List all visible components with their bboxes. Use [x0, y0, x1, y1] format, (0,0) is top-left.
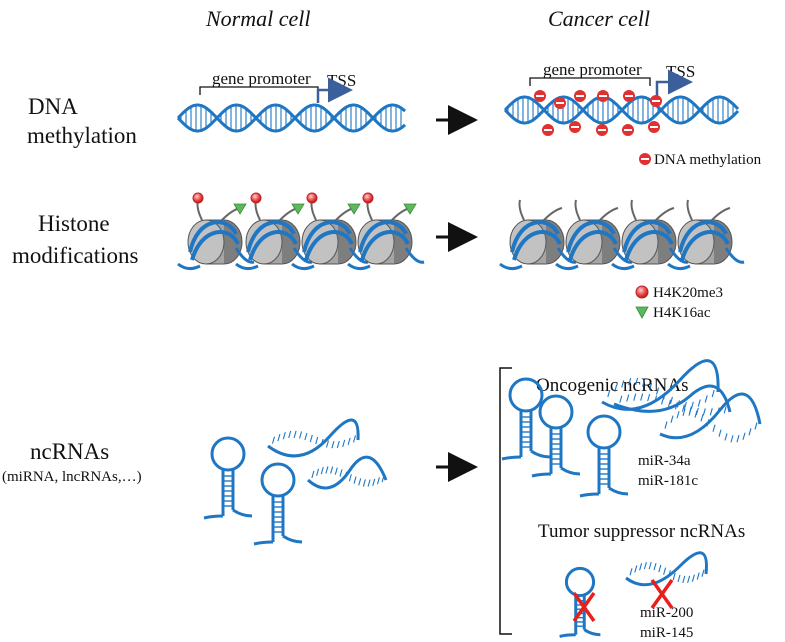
methyl-mark: [574, 90, 586, 102]
dna-row-label-line2: methylation: [27, 123, 137, 148]
normal-cell-header: Normal cell: [206, 6, 311, 31]
cancer-promoter-bracket: [529, 77, 651, 86]
h4k16ac-mark: [291, 203, 305, 215]
tumor-suppressor-ncrnas-title: Tumor suppressor ncRNAs: [538, 521, 746, 542]
ncrna-row-label-line1: ncRNAs: [30, 439, 110, 464]
methyl-mark: [596, 124, 608, 136]
methyl-mark: [650, 95, 662, 107]
suppressor-item-1: miR-200: [640, 605, 694, 621]
normal-hairpin-2: [253, 462, 303, 546]
h4k20me3-mark: [362, 192, 374, 204]
dna-methylation-legend-label: DNA methylation: [654, 152, 762, 168]
ncrna-row-label-line2: (miRNA, lncRNAs,…): [2, 469, 142, 485]
oncogenic-item-1: miR-34a: [638, 453, 691, 469]
methyl-mark: [622, 124, 634, 136]
oncogenic-hairpin-1: [501, 377, 551, 461]
oncogenic-ssrna-3: [659, 392, 762, 443]
normal-nucleosome: [347, 192, 425, 271]
methylation-marks: [534, 90, 662, 136]
cancer-cell-header: Cancer cell: [548, 6, 651, 31]
h4k16ac-legend-icon: [635, 306, 649, 319]
methyl-mark: [623, 90, 635, 102]
normal-nucleosome: [235, 192, 313, 271]
cancer-nucleosome: [555, 199, 633, 271]
cancer-nucleosome: [499, 199, 577, 271]
normal-tss-arrow: [316, 77, 353, 103]
normal-nucleosome: [177, 192, 255, 271]
oncogenic-hairpin-3: [579, 414, 629, 498]
suppressor-ssrna: [625, 551, 708, 587]
normal-promoter-bracket: [199, 86, 319, 95]
normal-gene-promoter-label: gene promoter: [212, 69, 311, 88]
h4k16ac-mark: [233, 203, 247, 215]
methyl-mark: [542, 124, 554, 136]
normal-ssrna-1: [267, 418, 360, 458]
cancer-nucleosome: [611, 199, 689, 271]
oncogenic-hairpin-2: [531, 394, 581, 478]
cancer-nucleosome: [667, 199, 745, 271]
h4k20me3-legend-label: H4K20me3: [653, 285, 723, 301]
h4k20me3-mark: [192, 192, 204, 204]
suppressor-item-2: miR-145: [640, 625, 694, 641]
suppressor-ssrna-x-icon: [650, 578, 674, 610]
h4k16ac-legend-label: H4K16ac: [653, 305, 711, 321]
suppressor-hairpin-x-icon: [572, 591, 596, 623]
normal-ssrna-2: [306, 455, 388, 490]
methyl-mark: [569, 121, 581, 133]
normal-dna-helix: [176, 103, 407, 133]
dna-helices: [176, 95, 740, 133]
normal-nucleosome: [291, 192, 369, 271]
suppressor-hairpin: [559, 566, 601, 638]
normal-hairpin-1: [203, 436, 253, 520]
dna-row-label-line1: DNA: [28, 94, 78, 119]
cancer-dna-helix: [503, 95, 740, 125]
ncrna-cancer-bracket: [499, 367, 512, 635]
nucleosomes: [177, 192, 745, 271]
h4k16ac-mark: [347, 203, 361, 215]
methyl-mark: [597, 90, 609, 102]
histone-row-label-line1: Histone: [38, 211, 110, 236]
h4k20me3-mark: [250, 192, 262, 204]
oncogenic-item-2: miR-181c: [638, 473, 698, 489]
h4k20me3-legend-icon: [635, 285, 649, 299]
cancer-tss-arrow: [655, 69, 693, 96]
histone-row-label-line2: modifications: [12, 243, 139, 268]
ncrna-structures: [203, 359, 762, 638]
oncogenic-ncrnas-title: Oncogenic ncRNAs: [536, 375, 689, 396]
oncogenic-ssrna-2: [613, 384, 732, 416]
h4k16ac-mark: [403, 203, 417, 215]
methyl-mark: [554, 97, 566, 109]
methyl-mark: [648, 121, 660, 133]
h4k20me3-mark: [306, 192, 318, 204]
cancer-gene-promoter-label: gene promoter: [543, 60, 642, 79]
methyl-mark: [534, 90, 546, 102]
oncogenic-ssrna-1: [601, 359, 720, 411]
